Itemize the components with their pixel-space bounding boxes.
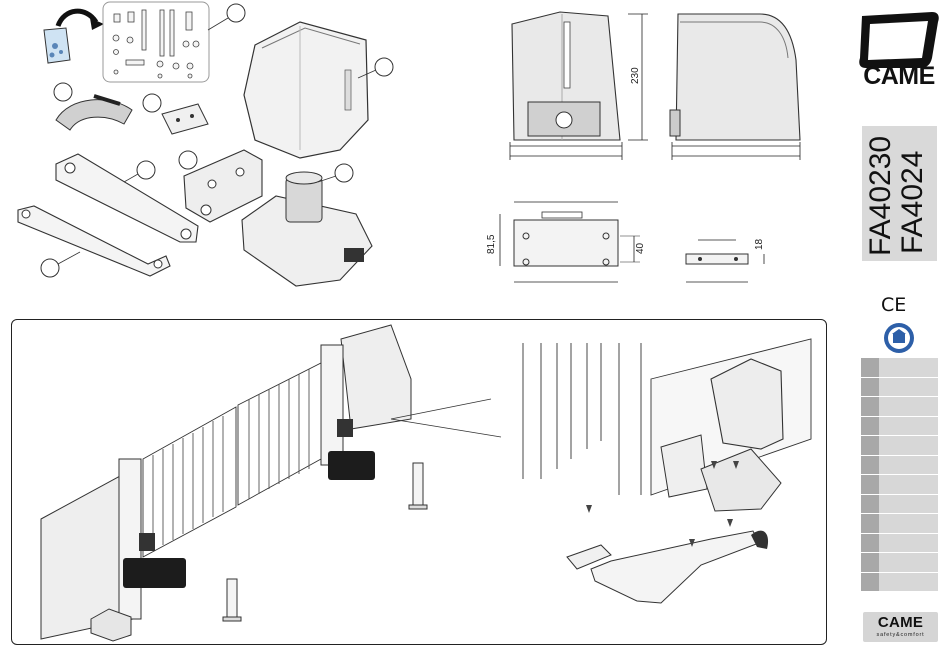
- gate-pillar-left: [119, 459, 141, 619]
- operator-label-box-right: [328, 451, 375, 480]
- brand-logo-text: CAME: [857, 62, 941, 91]
- hole-spacing-label: 40: [635, 242, 646, 254]
- parts-exploded-view: [0, 0, 420, 300]
- model-name-2: FA4024: [896, 151, 930, 254]
- photocell-post-right: [409, 463, 427, 509]
- anchor-bracket: [179, 150, 262, 222]
- installation-scene: [11, 319, 825, 643]
- ce-mark-icon: CE: [881, 294, 906, 316]
- operator-left: [139, 533, 155, 551]
- index-row: [861, 397, 938, 417]
- installation-detail: [523, 339, 811, 603]
- index-row: [861, 475, 938, 495]
- index-row: [861, 573, 938, 593]
- index-row: [861, 534, 938, 554]
- detail-arm: [591, 531, 759, 603]
- release-lever: [54, 83, 132, 130]
- language-index-strip: [861, 358, 938, 592]
- operator-label-box-left: [123, 558, 186, 588]
- index-row: [861, 378, 938, 398]
- photocell-post-left: [223, 579, 241, 621]
- swing-gate: [143, 363, 321, 557]
- index-row: [861, 553, 938, 573]
- index-row: [861, 514, 938, 534]
- index-row: [861, 456, 938, 476]
- quality-badge-icon: [883, 322, 915, 354]
- index-row: [861, 436, 938, 456]
- base-plate-drawing: 81,5 40: [486, 202, 646, 282]
- front-view-drawing: 230: [510, 12, 648, 160]
- index-row: [861, 417, 938, 437]
- footer-tagline: safety&comfort: [863, 632, 938, 638]
- detail-release-lever: [751, 531, 768, 549]
- operator-right: [337, 419, 353, 437]
- hardware-bag-icon: [44, 11, 104, 63]
- model-name-1: FA40230: [864, 136, 898, 256]
- dimension-drawings: 230 81,5 40: [480, 0, 820, 300]
- small-bracket: [143, 94, 208, 134]
- model-panel: FA40230 FA4024: [862, 126, 937, 261]
- footer-logo: CAME safety&comfort: [863, 612, 938, 642]
- gate-pillar-right: [321, 345, 343, 465]
- motor-cover: [244, 22, 393, 158]
- footer-brand-text: CAME: [863, 614, 938, 631]
- bracket-drawing: 18: [686, 238, 765, 282]
- hardware-kit-panel: [103, 2, 245, 82]
- index-row: [861, 495, 938, 515]
- plate-height-label: 81,5: [486, 234, 497, 254]
- side-view-drawing: [670, 14, 800, 160]
- height-dimension-label: 230: [630, 67, 641, 84]
- brand-sidebar: CAME FA40230 FA4024 CE CAME safety&comfo…: [857, 0, 950, 655]
- index-row: [861, 358, 938, 378]
- bracket-thickness-label: 18: [754, 238, 765, 250]
